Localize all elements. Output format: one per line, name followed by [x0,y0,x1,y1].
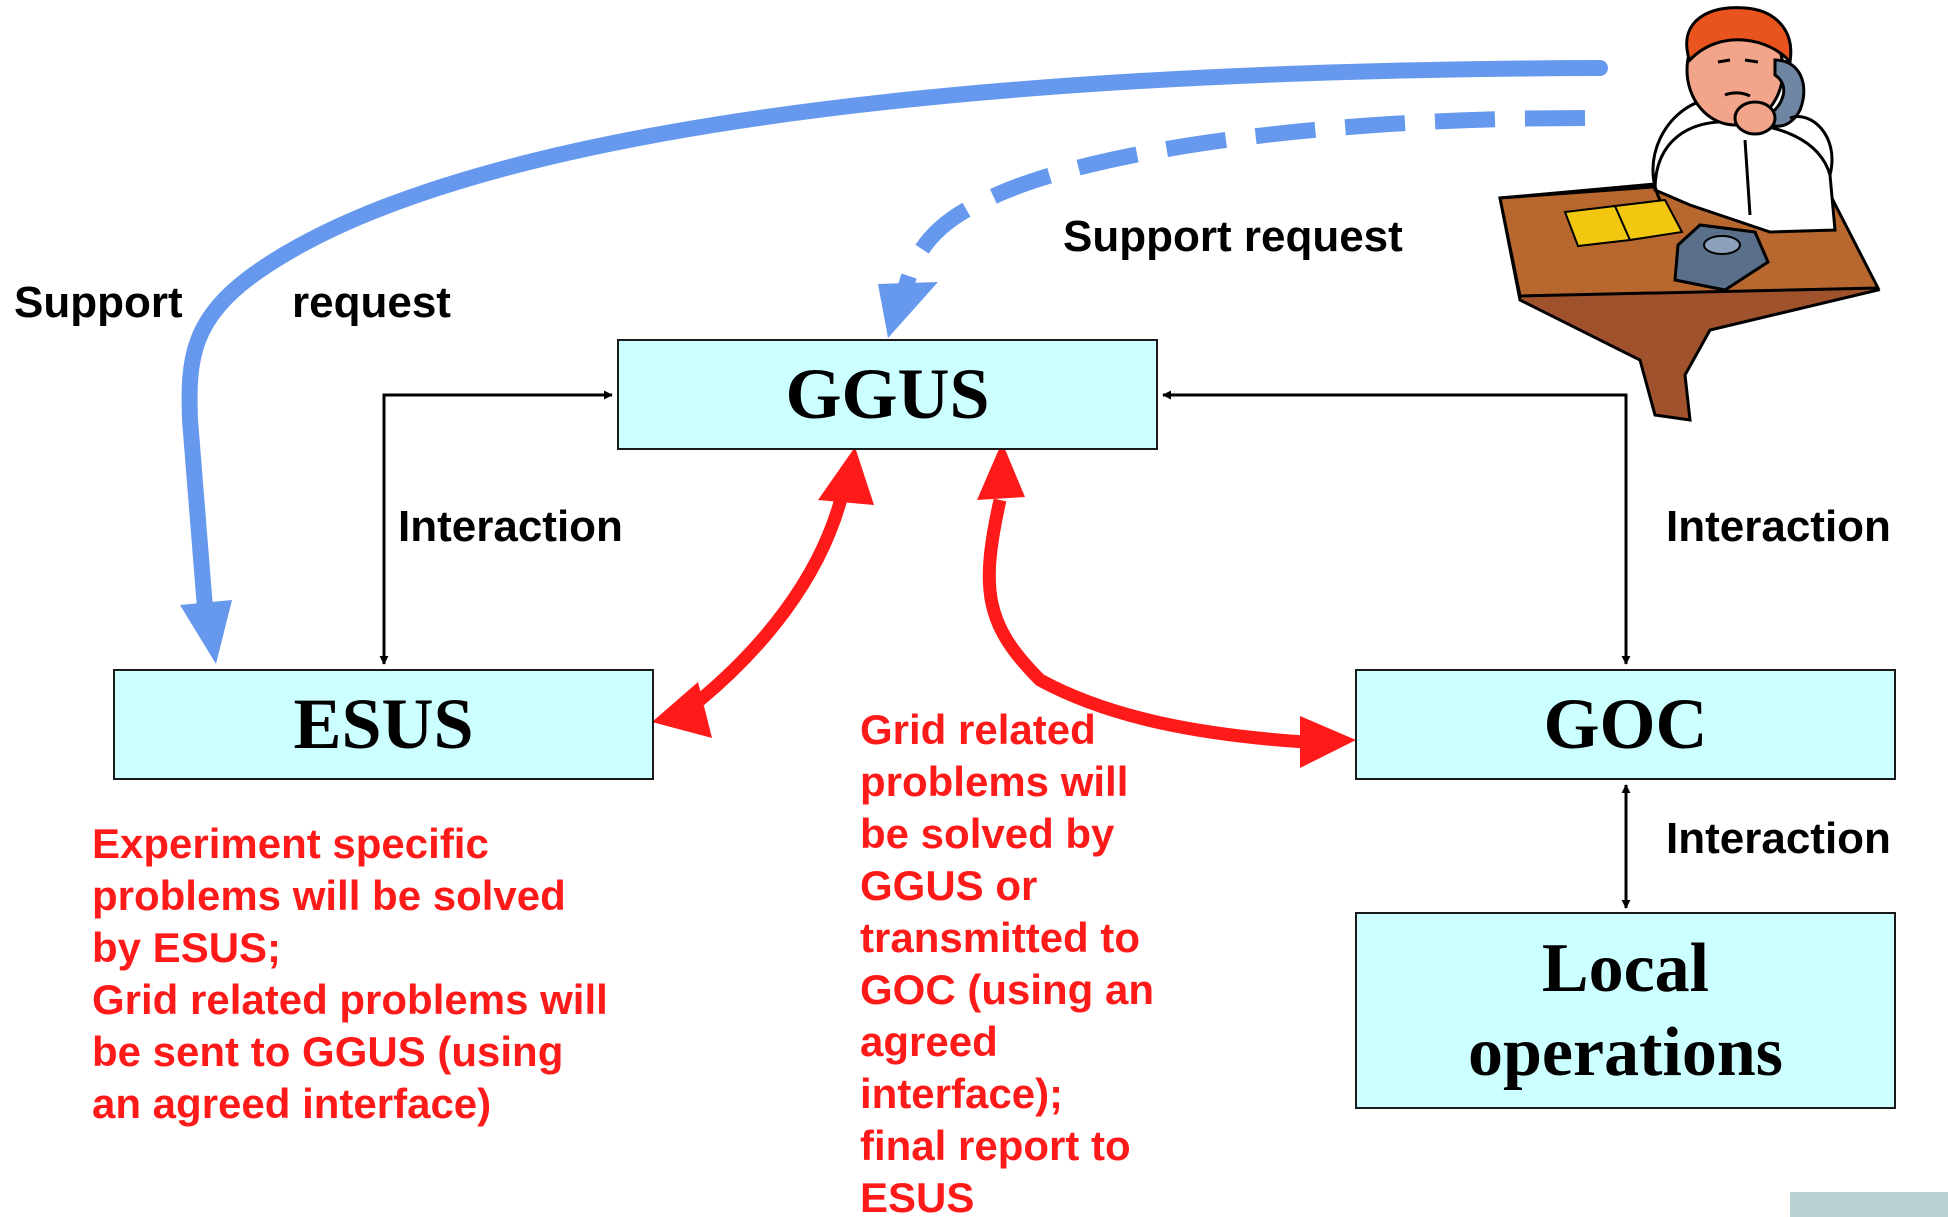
ggus-note-line: ESUS [860,1174,975,1217]
ggus-note-line: transmitted to [860,914,1141,961]
ggus-label: GGUS [785,354,990,435]
ggus-note-line: interface); [860,1070,1064,1117]
esus-label: ESUS [293,684,474,765]
ggus-note-line: GOC (using an [860,966,1154,1013]
support-request-arrow-to-esus [180,60,1608,664]
local-operations-label: Local operations [1468,927,1783,1095]
interaction-connector-ggus-esus [379,390,613,665]
esus-note-line: an agreed interface) [92,1080,492,1127]
support-request-label-left-b: request [292,278,451,327]
ggus-note: Grid related problems will be solved by … [860,704,1154,1217]
local-line-2: operations [1468,1013,1783,1091]
esus-note-line: by ESUS; [92,924,282,971]
local-operations-box: Local operations [1355,912,1896,1109]
goc-box: GOC [1355,669,1896,780]
interaction-label-right: Interaction [1666,502,1891,551]
esus-note-line: be sent to GGUS (using [92,1028,564,1075]
esus-note-line: Experiment specific [92,820,489,867]
esus-box: ESUS [113,669,654,780]
red-arrow-ggus-goc [977,442,1356,768]
ggus-note-line: be solved by [860,810,1115,857]
corner-decoration [1790,1192,1948,1217]
interaction-connector-ggus-goc [1162,390,1631,665]
red-arrow-ggus-esus [652,447,874,738]
interaction-label-left: Interaction [398,502,623,551]
user-on-phone-at-desk-icon [1498,6,1881,422]
local-line-1: Local [1541,929,1710,1007]
support-request-arrow-to-ggus [878,110,1586,338]
support-request-label-left-a: Support [14,278,183,327]
goc-label: GOC [1543,684,1708,765]
ggus-note-line: Grid related [860,706,1096,753]
ggus-note-line: GGUS or [860,862,1038,909]
support-request-label-top: Support request [1063,212,1403,261]
esus-note: Experiment specific problems will be sol… [92,818,608,1130]
ggus-note-line: problems will [860,758,1129,805]
ggus-note-line: final report to [860,1122,1131,1169]
esus-note-line: problems will be solved [92,872,566,919]
esus-note-line: Grid related problems will [92,976,608,1023]
interaction-label-bottom: Interaction [1666,814,1891,863]
ggus-box: GGUS [617,339,1158,450]
ggus-note-line: agreed [860,1018,998,1065]
